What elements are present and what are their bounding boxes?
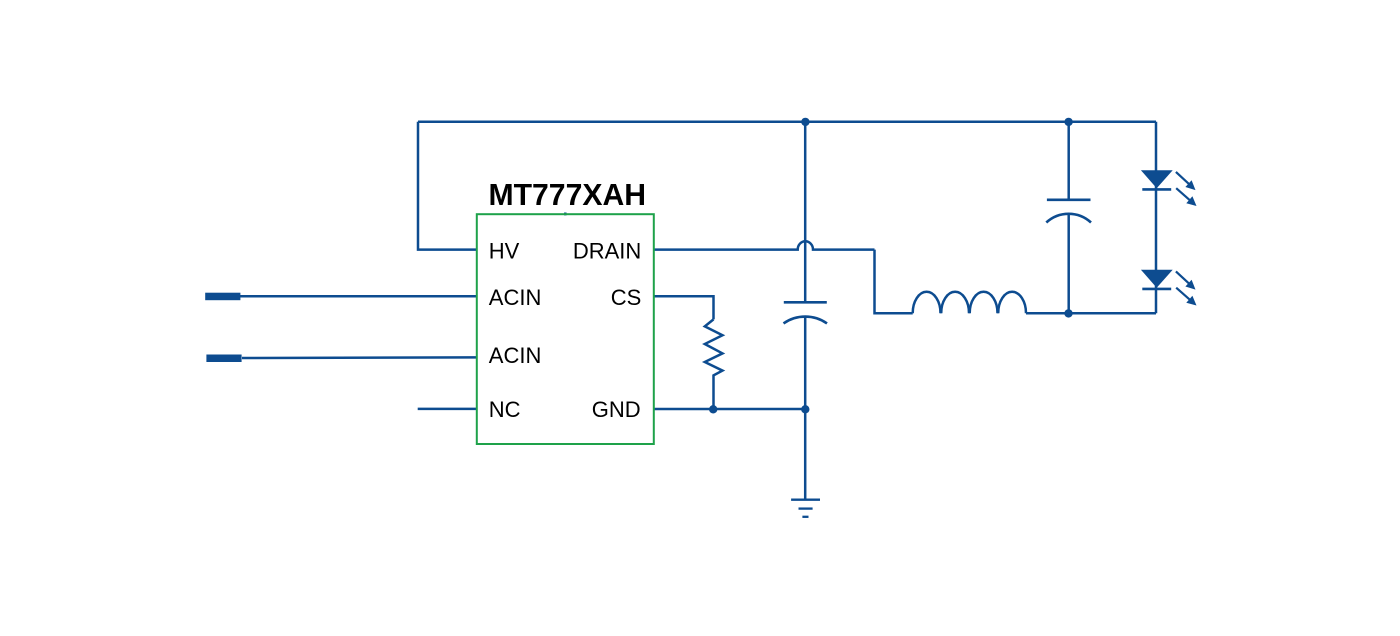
svg-text:ACIN: ACIN: [489, 285, 542, 310]
svg-text:DRAIN: DRAIN: [573, 239, 641, 264]
svg-text:GND: GND: [592, 397, 641, 422]
svg-text:NC: NC: [489, 397, 521, 422]
svg-text:HV: HV: [489, 239, 520, 264]
svg-text:ACIN: ACIN: [489, 343, 542, 368]
svg-text:CS: CS: [611, 285, 642, 310]
svg-text:MT777XAH: MT777XAH: [489, 177, 647, 212]
